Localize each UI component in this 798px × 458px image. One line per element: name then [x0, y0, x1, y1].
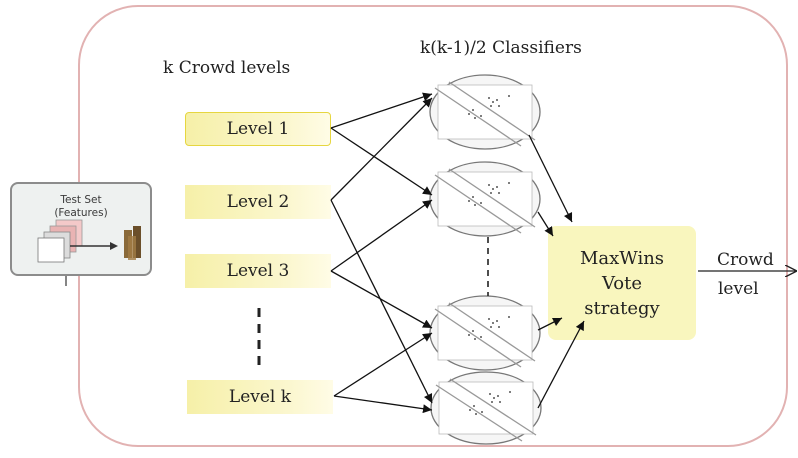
classifier-2: [429, 161, 541, 237]
test-set-box: Test Set (Features): [10, 182, 152, 276]
arrow-lk-c3: [333, 332, 433, 397]
level-1-label: Level 1: [226, 119, 290, 139]
arrow-lk-c4: [333, 395, 433, 414]
classifier-1: [429, 74, 541, 150]
classifier-4: [430, 371, 542, 445]
level-k-label: Level k: [228, 387, 292, 407]
maxwins-line1: MaxWins: [579, 247, 665, 269]
level-k-box: Level k: [187, 380, 333, 414]
arrow-c2-maxwins: [537, 211, 554, 237]
level-1-box: Level 1: [185, 112, 331, 146]
output-crowd-label: Crowd: [717, 250, 774, 270]
level-3-box: Level 3: [185, 254, 331, 288]
level-3-label: Level 3: [226, 261, 290, 281]
output-level-label: level: [718, 279, 759, 299]
feature-stack-icon: [37, 219, 141, 263]
test-set-title: Test Set (Features): [12, 194, 150, 220]
maxwins-line2: Vote: [601, 272, 643, 294]
arrow-c1-maxwins: [528, 134, 573, 223]
test-set-title-line2: (Features): [54, 207, 108, 219]
arrow-l3-c2: [330, 199, 433, 272]
level-2-box: Level 2: [185, 185, 331, 219]
arrow-l1-c1: [330, 92, 433, 129]
maxwins-line3: strategy: [584, 297, 660, 319]
arrow-l3-c3: [330, 270, 433, 329]
arrow-l1-c2: [330, 127, 433, 196]
arrow-c4-maxwins: [537, 320, 585, 409]
level-2-label: Level 2: [226, 192, 290, 212]
arrow-c3-maxwins: [537, 317, 563, 331]
arrow-l2-c1: [330, 97, 433, 201]
test-set-title-line1: Test Set: [60, 194, 102, 206]
arrow-l2-c4: [330, 199, 433, 404]
maxwins-vote-box: MaxWins Vote strategy: [548, 226, 696, 340]
crowd-levels-heading: k Crowd levels: [163, 58, 291, 78]
classifier-3: [429, 295, 541, 371]
classifiers-heading: k(k-1)/2 Classifiers: [420, 38, 582, 58]
